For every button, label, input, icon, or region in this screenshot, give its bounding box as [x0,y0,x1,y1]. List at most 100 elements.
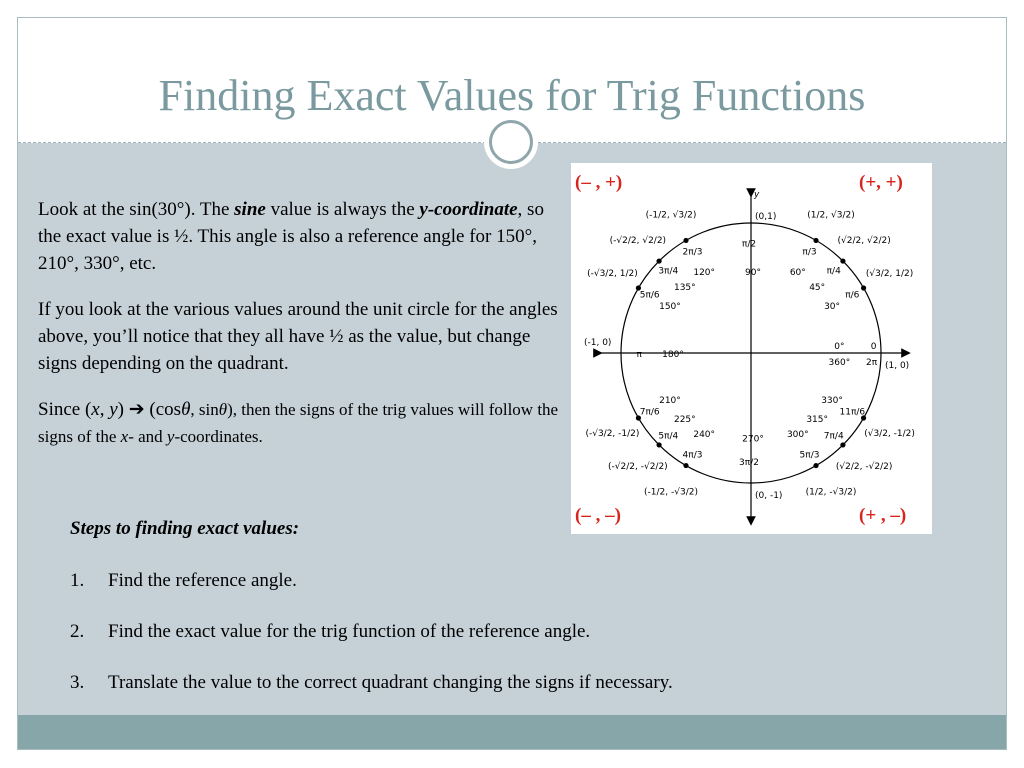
paragraph-sine: Look at the sin(30°). The sine value is … [38,196,563,277]
para3-text-1: Since ( [38,399,92,420]
angle-radian-label: 5π/3 [800,450,820,460]
angle-point [635,415,642,421]
angle-degree-label: 135° [674,283,696,293]
para3-theta-1: θ [181,399,191,420]
angle-point [813,462,819,469]
steps-heading: Steps to finding exact values: [70,518,300,539]
para3-text-3: (cos [144,399,182,420]
coordinate-pair-label: (√2/2, -√2/2) [836,461,892,472]
coordinate-pair-label: (-√3/2, -1/2) [585,428,639,439]
step-number: 2. [70,621,85,642]
angle-point [860,415,867,421]
unit-circle-diagram: y (0,1) (-1, 0) (1, 0) (0, -1) 0° 0 360° 2π… [584,188,915,526]
coordinate-pair-label: (√3/2, 1/2) [866,268,913,279]
para3-x: x [91,399,100,420]
ring-inner [489,120,533,164]
angle-degree-label: 315° [806,415,828,425]
ring-ornament-icon [484,115,538,169]
angle-degree-label: 225° [674,415,696,425]
para1-sine: sine [234,199,266,220]
angle-radian-label: 3π/2 [739,458,759,468]
angle-radian-label: π/3 [802,248,816,258]
angle-radian-label: 5π/4 [658,432,678,442]
angle-point [656,258,662,264]
para3-text-6: - and [128,427,167,446]
angle-radian-label: 11π/6 [840,408,866,418]
para1-text-2: value is always the [265,199,420,220]
angle-radian-label: 2π/3 [683,248,703,258]
angle-degree-label: 30° [824,302,840,312]
point-left: (-1, 0) [584,338,611,348]
point-bottom: (0, -1) [755,491,782,501]
angle-layer: 0° 0 360° 2π 30° π/6 45°π/4 60° π/3 90° π/2 120° 2π/… [635,237,878,469]
angle-degree-label: 270° [742,434,764,444]
angle-degree-label: 120° [693,268,715,278]
para3-y: y [109,399,118,420]
step-text: Translate the value to the correct quadr… [108,672,673,693]
step-text: Find the exact value for the trig functi… [108,621,591,642]
angle-radian-label: 0 [871,342,877,352]
coordinate-pair-label: (-√3/2, 1/2) [587,268,638,279]
angle-degree-label: 90° [745,268,761,278]
angle-radian-label: 5π/6 [640,291,660,301]
step-item: 2. Find the exact value for the trig func… [70,621,970,643]
angle-degree-label: 240° [693,430,715,440]
slide: Finding Exact Values for Trig Functions … [17,17,1007,750]
angle-radian-label: 3π/4 [658,266,678,276]
angle-degree-label: 210° [659,396,681,406]
angle-radian-label: π/4 [827,266,841,276]
angle-degree-label: 180° [662,350,684,360]
angle-degree-label: 150° [659,302,681,312]
para3-text-2: ) [117,399,129,420]
para3-text-7: -coordinates. [174,427,263,446]
point-top: (0,1) [755,212,776,222]
angle-degree-label: 0° [834,342,844,352]
coordinate-pair-label: (-√2/2, √2/2) [610,235,666,246]
steps-section: Steps to finding exact values: 1. Find th… [70,518,970,723]
y-axis-label: y [753,190,760,200]
step-item: 1. Find the reference angle. [70,570,970,592]
coordinate-pair-label: (-√2/2, -√2/2) [608,461,668,472]
angle-point [656,442,662,448]
para3-y-2: y [166,427,175,446]
point-right: (1, 0) [885,361,909,371]
angle-radian-label: π/6 [845,291,859,301]
angle-point [683,462,689,469]
angle-point [635,285,642,291]
step-number: 3. [70,672,85,693]
para1-text-1: Look at the sin(30°). The [38,199,235,220]
angle-radian-label: π [636,350,642,360]
footer-bar [18,715,1006,749]
coordinate-pair-label: (-1/2, -√3/2) [644,487,698,498]
quadrant-sign-q2: (– , +) [575,172,623,193]
step-text: Find the reference angle. [108,570,297,591]
quadrant-sign-q1: (+, +) [859,172,903,193]
step-item: 3. Translate the value to the correct qua… [70,672,970,694]
coordinate-pair-label: (√3/2, -1/2) [864,428,915,439]
coordinate-pair-label: (-1/2, √3/2) [646,209,697,220]
quadrant-sign-q4: (+ , –) [859,505,907,526]
paragraph-signs: Since (x, y) ➔ (cosθ, sinθ), then the si… [38,396,563,450]
angle-point [683,237,689,244]
paragraph-unit-circle: If you look at the various values around… [38,299,558,374]
para3-theta-2: θ [218,400,228,419]
angle-degree-label: 360° [829,358,851,368]
angle-radian-label: 7π/4 [824,432,844,442]
body-text: Look at the sin(30°). The sine value is … [38,196,563,469]
quadrant-sign-q3: (– , –) [575,505,621,526]
unit-circle [620,222,882,484]
angle-radian-label: 4π/3 [683,450,703,460]
angle-radian-label: 2π [866,358,878,368]
angle-point [840,442,846,448]
para3-x-2: x [120,427,129,446]
angle-degree-label: 60° [790,268,806,278]
para3-comma: , [99,399,110,420]
angle-radian-label: π/2 [742,239,756,249]
para3-text-4: , sin [190,400,219,419]
para1-text-3: , so the exact value is ½. This angle is… [38,199,544,274]
angle-radian-label: 7π/6 [640,408,660,418]
coordinate-pair-label: (√2/2, √2/2) [838,235,891,246]
unit-circle-figure: (– , +) (+, +) (– , –) (+ , –) y (0,1) (… [571,163,932,534]
angle-degree-label: 45° [809,283,825,293]
step-number: 1. [70,570,85,591]
